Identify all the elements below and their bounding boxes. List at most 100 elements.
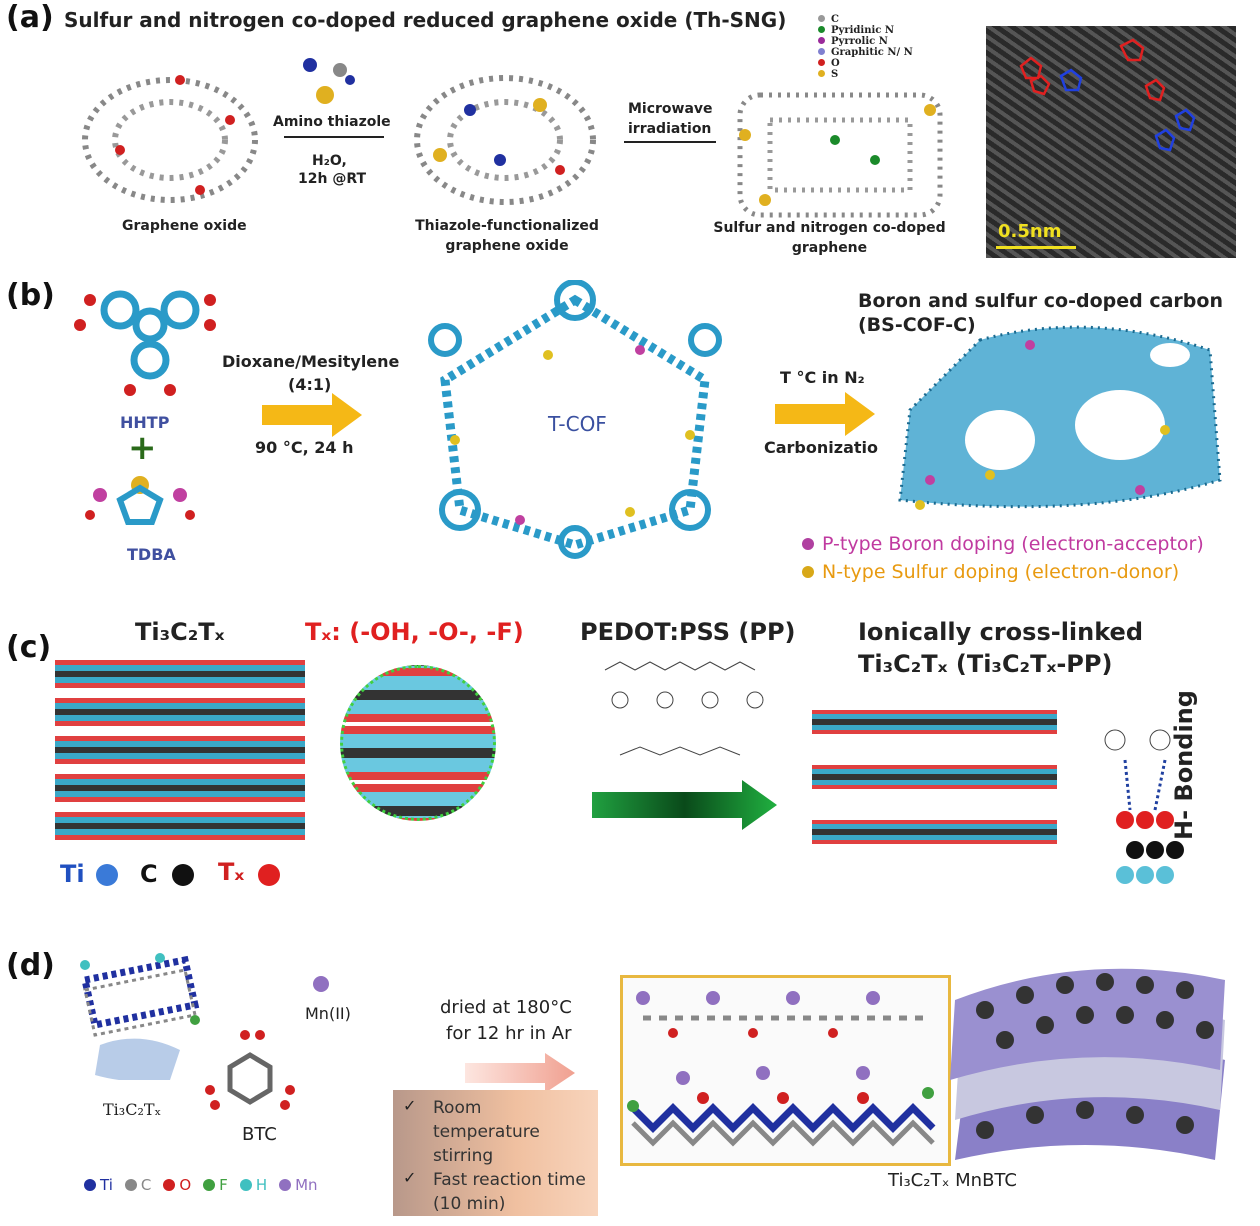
legend-label: O	[831, 58, 840, 69]
legend-tx-label: Tₓ	[218, 858, 245, 886]
btc-label: BTC	[242, 1124, 277, 1145]
legend-label: Pyridinic N	[831, 25, 894, 36]
scale-bar	[996, 246, 1076, 249]
mnbtc-label: Ti₃C₂Tₓ MnBTC	[888, 1170, 1017, 1191]
legend-label: S	[831, 69, 839, 80]
crosslinked-title-2: Ti₃C₂Tₓ (Ti₃C₂Tₓ-PP)	[858, 650, 1113, 678]
legend-item: S	[818, 69, 913, 80]
c-ball-icon	[172, 864, 194, 886]
tdba-label: TDBA	[127, 545, 176, 564]
pedot-title: PEDOT:PSS (PP)	[580, 618, 796, 646]
thiazole-go-structure	[414, 75, 596, 205]
hhtp-label: HHTP	[120, 413, 170, 432]
mxene-layers	[55, 660, 305, 850]
ti-ball-icon	[96, 864, 118, 886]
tem-image: 0.5nm	[986, 26, 1236, 258]
legend-label: C	[831, 14, 839, 25]
heat-label: T °C in N₂	[780, 368, 865, 387]
advantage-1: Room temperature stirring	[433, 1098, 540, 1166]
yellow-arrow-2	[775, 392, 875, 436]
legend-item: Pyrrolic N	[818, 36, 913, 47]
mxene-sheet-structure	[80, 953, 200, 1080]
legend-dot-icon	[239, 1179, 252, 1191]
h-bonding-detail	[1104, 729, 1184, 884]
graphene-oxide-label: Graphene oxide	[122, 218, 247, 234]
legend-label: F	[219, 1176, 228, 1194]
zoomed-layer-circle	[340, 665, 496, 821]
legend-dot-icon	[84, 1179, 96, 1191]
bs-cof-c-structure	[898, 325, 1222, 510]
thiazole-label-1: Thiazole-functionalized	[415, 218, 599, 234]
dried-condition-1: dried at 180°C	[440, 997, 572, 1018]
reaction-arrow-2	[624, 141, 716, 143]
crosslinked-layers	[812, 700, 1057, 865]
legend-label: C	[140, 1176, 152, 1194]
legend-label: Pyrrolic N	[831, 36, 888, 47]
green-arrow	[592, 780, 777, 830]
mnbtc-sheets-image	[950, 968, 1225, 1160]
tdba-molecule	[85, 476, 195, 525]
legend-item: C	[818, 14, 913, 25]
crosslinked-title-1: Ionically cross-linked	[858, 618, 1143, 646]
pedot-pss-structure	[604, 661, 764, 756]
thiazole-label-2: graphene oxide	[445, 238, 569, 254]
tx-definition: Tₓ: (-OH, -O-, -F)	[305, 618, 524, 646]
check-icon: ✓	[403, 1168, 417, 1187]
plus-sign: +	[128, 428, 157, 468]
tcof-structure	[428, 280, 722, 559]
tcof-label: T-COF	[548, 412, 607, 436]
reaction-conditions: 90 °C, 24 h	[255, 438, 354, 457]
legend-p-type: P-type Boron doping (electron-acceptor)	[822, 533, 1204, 555]
tx-ball-icon	[258, 864, 280, 886]
bs-cof-c-title-2: (BS-COF-C)	[858, 314, 976, 336]
product-label-2: graphene	[791, 240, 868, 256]
dried-condition-2: for 12 hr in Ar	[446, 1023, 572, 1044]
sng-structure	[737, 92, 943, 218]
legend-dot-icon	[279, 1179, 292, 1191]
legend-label: Mn	[295, 1176, 318, 1194]
legend-dot-icon	[818, 70, 825, 77]
legend-item: Graphitic N/ N	[818, 47, 913, 58]
legend-item: Pyridinic N	[818, 25, 913, 36]
product-label-1: Sulfur and nitrogen co-doped	[713, 220, 946, 236]
amino-thiazole-molecule	[303, 58, 355, 104]
mn-ball-icon	[313, 976, 329, 992]
legend-dot-icon	[163, 1179, 176, 1191]
panel-b-label: (b)	[6, 278, 55, 313]
conditions-1: H₂O,	[312, 153, 347, 169]
microwave-label-1: Microwave	[628, 101, 713, 117]
legend-n-type: N-type Sulfur doping (electron-donor)	[822, 561, 1180, 583]
check-icon: ✓	[403, 1096, 417, 1115]
carbonization-label: Carbonizatio	[764, 438, 878, 457]
mn-label: Mn(II)	[305, 1004, 351, 1023]
panel-a-title: Sulfur and nitrogen co-doped reduced gra…	[64, 8, 787, 32]
microwave-label-2: irradiation	[628, 121, 712, 137]
solvent-label-2: (4:1)	[288, 375, 332, 394]
legend-item: O	[818, 58, 913, 69]
legend-ti-label: Ti	[60, 860, 85, 888]
legend-c-label: C	[140, 860, 158, 888]
advantages-box: ✓ Room temperature stirring ✓ Fast react…	[393, 1090, 598, 1216]
legend-dot-icon	[124, 1179, 137, 1191]
hhtp-molecule	[74, 290, 216, 396]
reaction-arrow-1	[284, 136, 384, 138]
legend-dot-icon	[818, 59, 825, 66]
boron-dot-icon	[802, 538, 814, 550]
h-bonding-label: H- Bonding	[1170, 690, 1198, 840]
graphene-oxide-structure	[82, 75, 258, 203]
pink-arrow	[465, 1053, 575, 1093]
sulfur-dot-icon	[802, 566, 814, 578]
legend-dot-icon	[203, 1179, 216, 1191]
solvent-label-1: Dioxane/Mesitylene	[222, 352, 400, 371]
panel-c-label: (c)	[6, 630, 52, 665]
reagent-label: Amino thiazole	[273, 114, 391, 130]
ti3c2tx-title: Ti₃C₂Tₓ	[135, 618, 225, 646]
conditions-2: 12h @RT	[298, 171, 367, 187]
legend-dot-icon	[818, 15, 825, 22]
legend-dot-icon	[818, 26, 825, 33]
legend-label: H	[255, 1176, 268, 1194]
yellow-arrow-1	[262, 393, 362, 437]
legend-label: Ti	[100, 1176, 113, 1194]
